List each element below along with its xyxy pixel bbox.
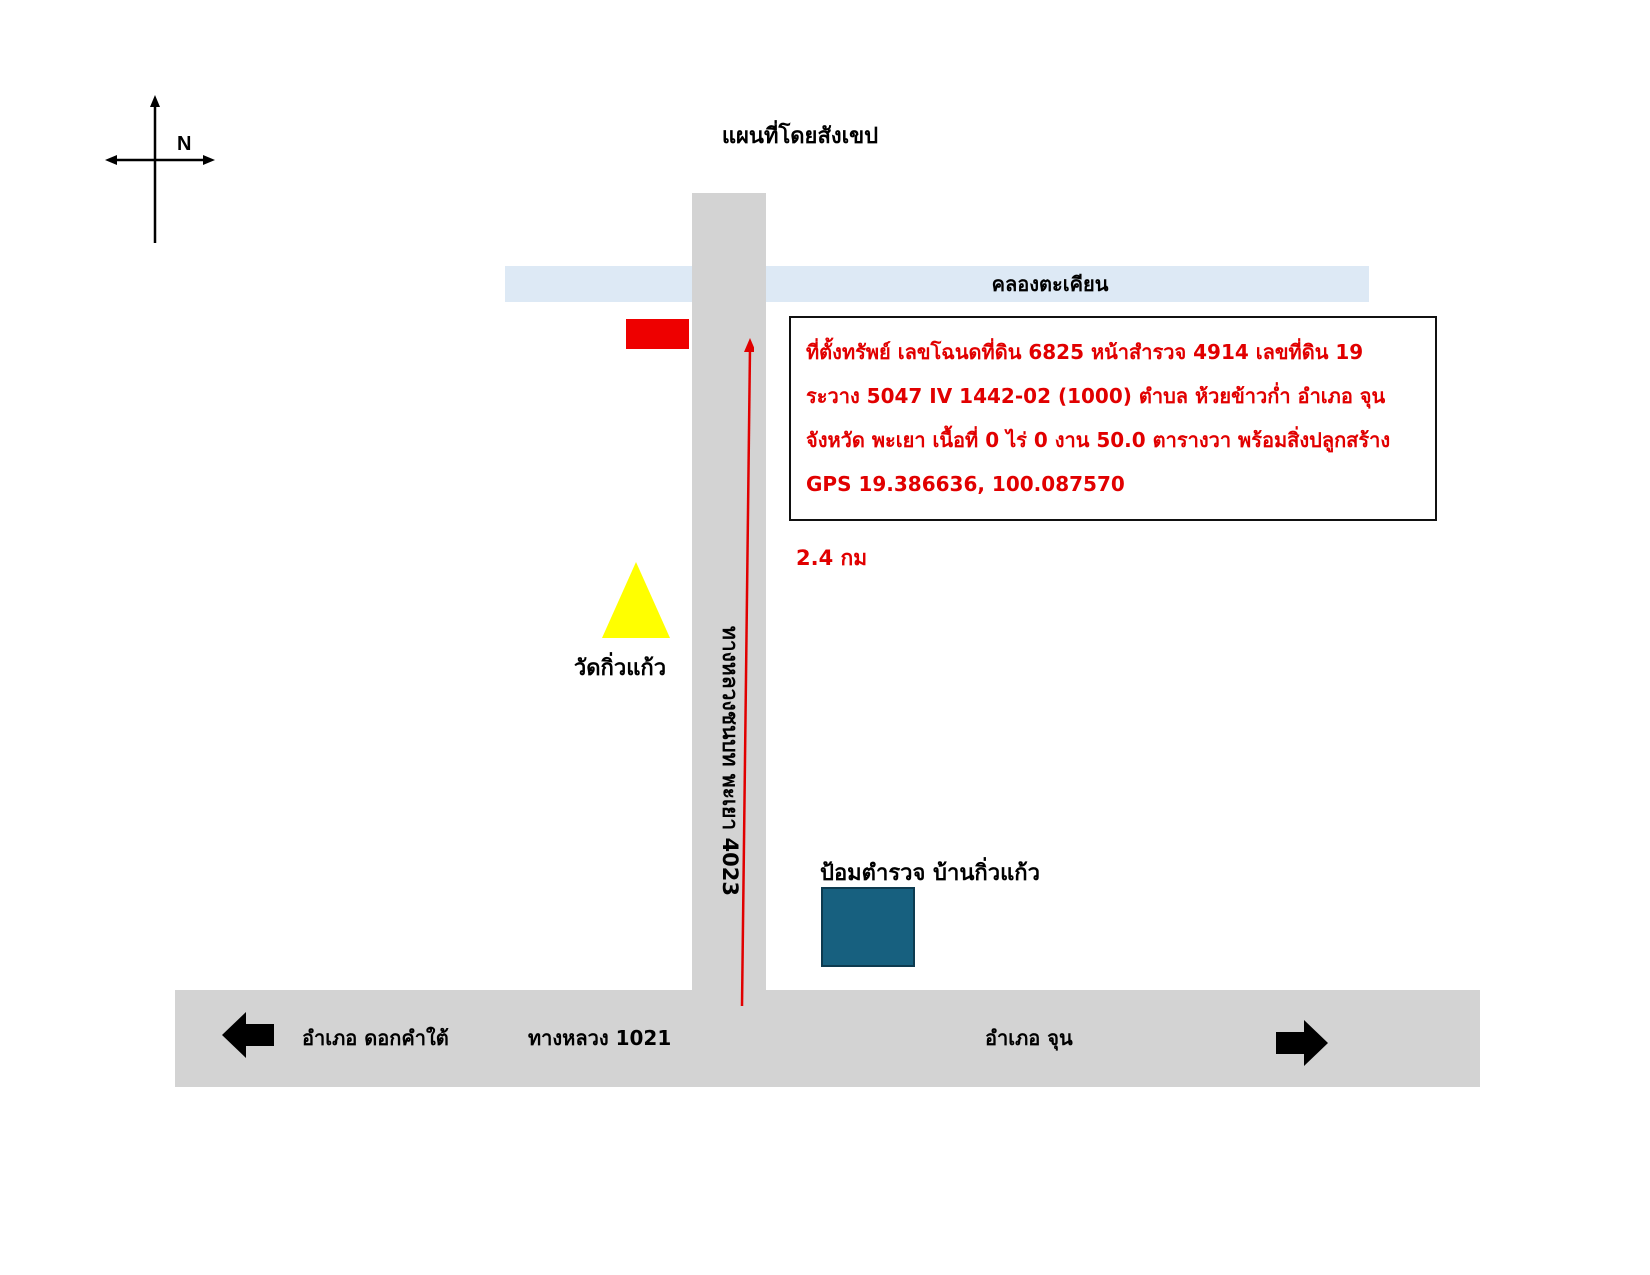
left-destination-label: อำเภอ ดอกคำใต้ — [302, 1026, 449, 1050]
property-info-box: ที่ตั้งทรัพย์ เลขโฉนดที่ดิน 6825 หน้าสำร… — [789, 316, 1437, 521]
route-arrow-icon — [740, 338, 754, 1007]
map-title: แผนที่โดยสังเขป — [721, 124, 879, 149]
property-info-line: จังหวัด พะเยา เนื้อที่ 0 ไร่ 0 งาน 50.0 … — [806, 428, 1391, 452]
compass-icon: N — [105, 95, 215, 243]
property-info-line: ระวาง 5047 IV 1442-02 (1000) ตำบล ห้วยข้… — [806, 384, 1386, 408]
right-destination-label: อำเภอ จุน — [985, 1026, 1073, 1050]
property-gps-line: GPS 19.386636, 100.087570 — [806, 472, 1125, 496]
arrow-right-icon — [1276, 1020, 1328, 1066]
canal — [505, 266, 1369, 302]
vertical-road — [692, 193, 766, 993]
police-box-icon — [821, 887, 915, 967]
distance-label: 2.4 กม — [796, 546, 868, 570]
property-marker — [626, 319, 689, 349]
canal-label: คลองตะเคียน — [991, 272, 1109, 296]
arrow-left-icon — [222, 1012, 274, 1058]
highway-label: ทางหลวง 1021 — [528, 1026, 672, 1050]
horizontal-road — [175, 990, 1480, 1087]
property-info-line: ที่ตั้งทรัพย์ เลขโฉนดที่ดิน 6825 หน้าสำร… — [806, 340, 1364, 364]
temple-icon — [602, 562, 670, 638]
temple-label: วัดกิ่วแก้ว — [573, 656, 667, 681]
compass-north-label: N — [177, 133, 191, 155]
police-label: ป้อมตำรวจ บ้านกิ่วแก้ว — [820, 861, 1040, 886]
